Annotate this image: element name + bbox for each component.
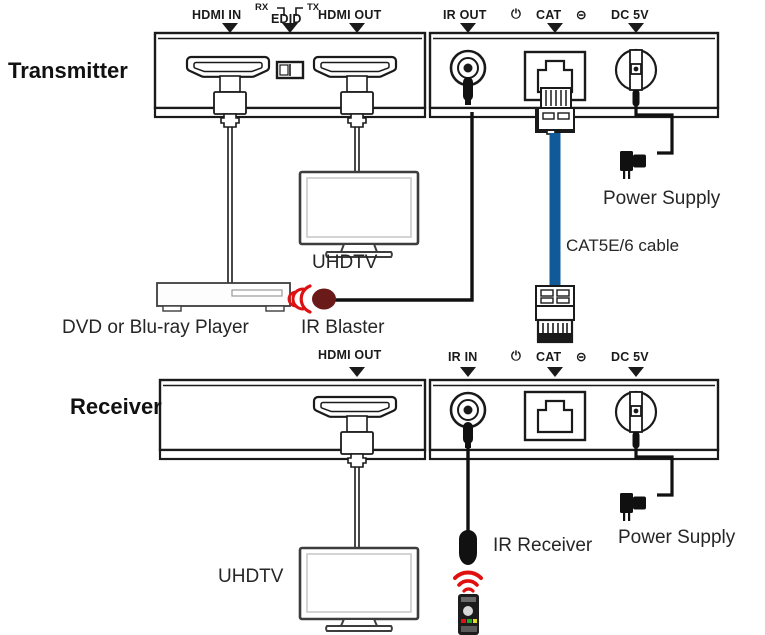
receiver-dc5v-port[interactable] — [614, 390, 658, 434]
cat-arrow — [547, 23, 563, 33]
edid-arrow — [282, 23, 298, 33]
hdmi-cable-tv-bottom — [340, 415, 374, 548]
receiver-ir-in-arrow — [460, 367, 476, 377]
label-receiver-dc5v: DC 5V — [611, 350, 649, 364]
dc5v-arrow — [628, 23, 644, 33]
label-receiver-hdmi-out: HDMI OUT — [318, 348, 382, 362]
hdmi-cable-tv-top — [340, 75, 374, 172]
receiver-hdmi-out-arrow — [349, 367, 365, 377]
transmitter-hdmi-out-port[interactable] — [312, 55, 398, 78]
rx-bracket — [277, 7, 285, 16]
receiver-title: Receiver — [70, 394, 162, 419]
ir-blaster-cable — [333, 77, 474, 302]
label-power-supply-top: Power Supply — [603, 188, 721, 209]
label-power-led-icon: ⏻ — [511, 7, 522, 21]
transmitter-edid-switch[interactable] — [275, 60, 305, 80]
hdmi-in-arrow — [222, 23, 238, 33]
receiver-device — [158, 367, 720, 461]
ir-remote-waves-icon — [453, 570, 483, 593]
uhdtv-top — [298, 170, 420, 258]
ir-out-arrow — [460, 23, 476, 33]
label-edid: EDID — [271, 12, 302, 26]
label-ir-blaster: IR Blaster — [301, 317, 385, 338]
label-hdmi-in: HDMI IN — [192, 8, 242, 22]
label-link-led-icon: ⊝ — [576, 8, 587, 22]
ir-blaster-emitter — [312, 288, 336, 310]
label-dc5v: DC 5V — [611, 8, 649, 22]
transmitter-cat-port[interactable] — [523, 50, 587, 102]
transmitter-hdmi-in-port[interactable] — [185, 55, 271, 78]
label-edid-rx: RX — [255, 2, 269, 13]
receiver-ir-in-jack[interactable] — [449, 391, 487, 429]
transmitter-dc5v-port[interactable] — [614, 48, 658, 92]
receiver-hdmi-out-port[interactable] — [312, 395, 398, 418]
label-uhdtv-bottom: UHDTV — [218, 566, 284, 587]
label-receiver-power-led-icon: ⏻ — [511, 349, 522, 363]
power-supply-top — [620, 89, 674, 179]
label-receiver-link-led-icon: ⊝ — [576, 350, 587, 364]
label-ir-receiver: IR Receiver — [493, 535, 593, 556]
label-cat: CAT — [536, 8, 562, 22]
ir-blaster-waves-icon — [287, 284, 312, 314]
label-source-player: DVD or Blu-ray Player — [62, 317, 249, 338]
ir-receiver-cable — [459, 422, 477, 565]
cat5e-cable — [535, 109, 575, 344]
receiver-cat-arrow — [547, 367, 563, 377]
label-receiver-cat: CAT — [536, 350, 562, 364]
hdmi-out-arrow — [349, 23, 365, 33]
hdmi-cable-source — [213, 75, 247, 283]
label-uhdtv-top: UHDTV — [312, 252, 378, 273]
source-player-device — [156, 282, 291, 312]
label-cat5e-cable: CAT5E/6 cable — [566, 236, 680, 255]
tx-bracket — [295, 7, 303, 16]
label-edid-tx: TX — [307, 2, 320, 13]
ir-remote-control[interactable] — [458, 594, 479, 635]
label-power-supply-bottom: Power Supply — [618, 527, 736, 548]
transmitter-title: Transmitter — [8, 58, 128, 83]
receiver-dc5v-arrow — [628, 367, 644, 377]
uhdtv-bottom — [298, 546, 420, 632]
power-supply-bottom — [620, 431, 674, 521]
receiver-cat-port[interactable] — [523, 390, 587, 442]
label-ir-in: IR IN — [448, 350, 478, 364]
label-hdmi-out: HDMI OUT — [318, 8, 382, 22]
cat-plug-transmitter — [537, 87, 575, 131]
label-ir-out: IR OUT — [443, 8, 487, 22]
